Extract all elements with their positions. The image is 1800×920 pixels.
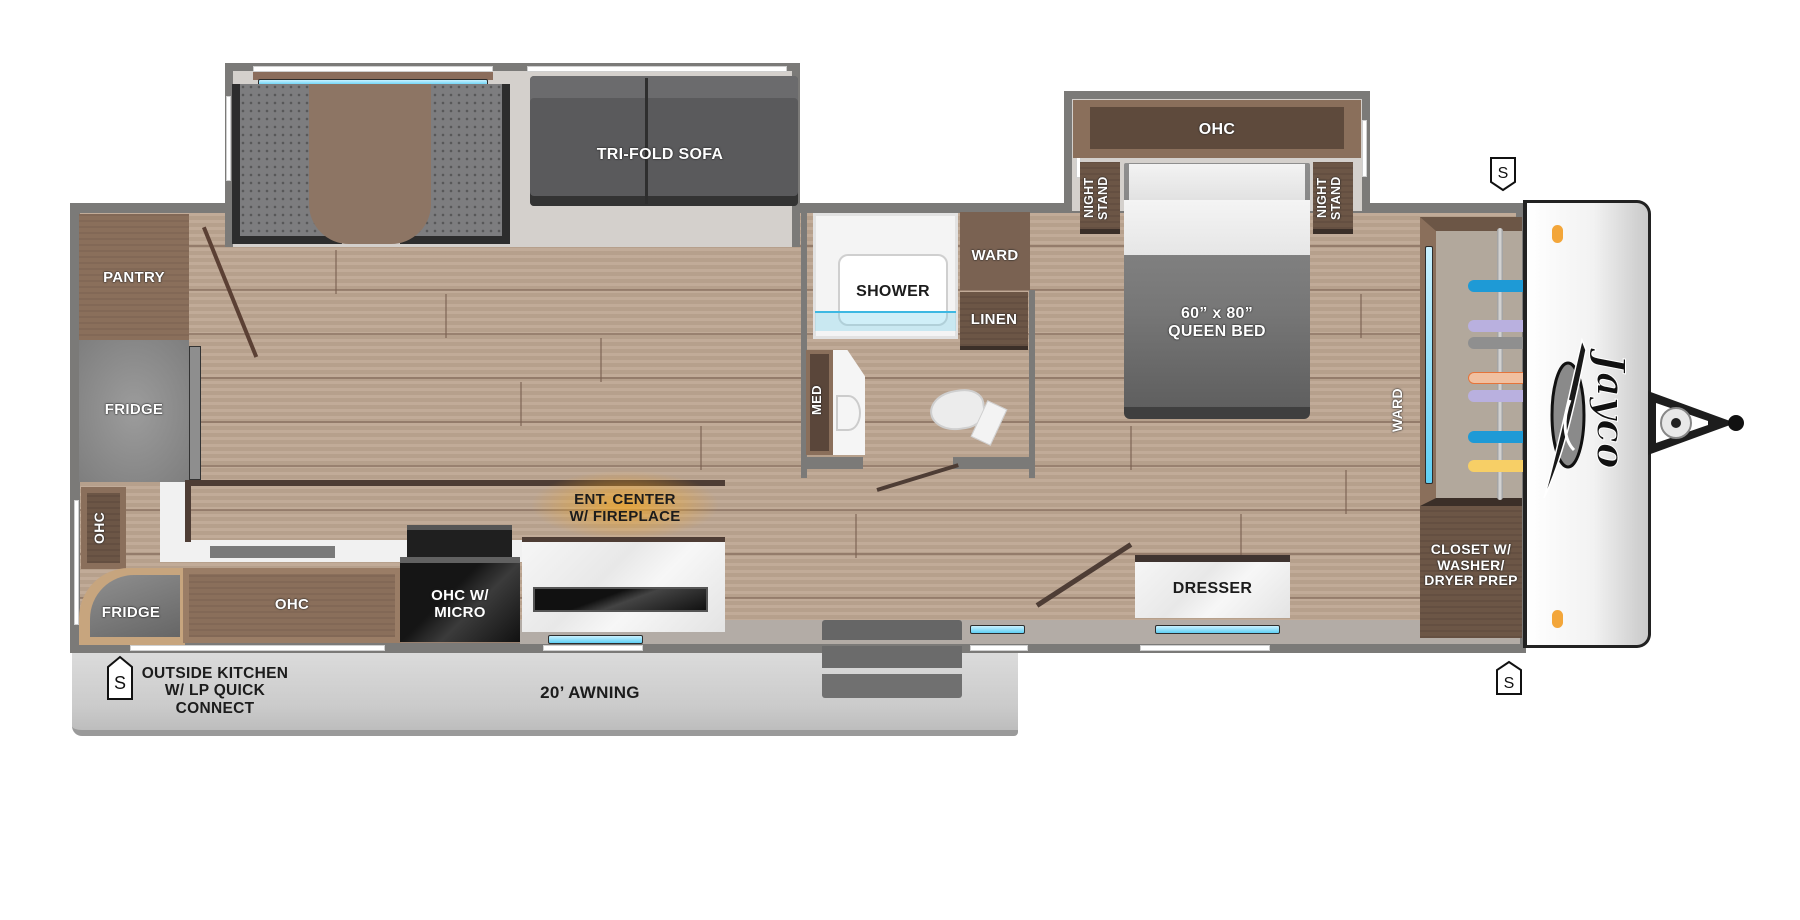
hanger-blue-2 — [1468, 431, 1530, 443]
ent-center[interactable] — [522, 537, 725, 632]
marker-light-bottom — [1552, 610, 1563, 628]
dresser[interactable] — [1135, 555, 1290, 618]
svg-text:S: S — [1504, 675, 1515, 692]
ent-center-label: ENT. CENTER W/ FIREPLACE — [569, 491, 681, 525]
pantry-label: PANTRY — [103, 269, 165, 286]
awning-label: 20’ AWNING — [540, 683, 640, 702]
window-door — [970, 645, 1028, 651]
window-rear — [74, 500, 79, 625]
window-slide-top-right — [527, 66, 787, 72]
kitchen-sink[interactable] — [210, 546, 335, 558]
ohc-microwave[interactable] — [400, 557, 520, 642]
svg-text:S: S — [114, 673, 126, 693]
bedroom-ward-label: WARD — [1389, 388, 1405, 432]
shower-label: SHOWER — [856, 283, 930, 300]
rear-ohc[interactable] — [81, 487, 126, 569]
fireplace[interactable] — [533, 587, 708, 612]
stabilizer-sign-front-top: S — [1489, 156, 1517, 192]
closet-washer-dryer[interactable] — [1420, 506, 1522, 638]
bath-wall-bottom-right — [953, 457, 1033, 469]
window-bedroom — [1140, 645, 1270, 651]
nightstand-right[interactable] — [1313, 162, 1353, 234]
hanger-lavender-2 — [1468, 390, 1530, 402]
front-wardrobe[interactable] — [1420, 217, 1522, 506]
hanger-yellow — [1468, 460, 1530, 472]
shower-glass — [815, 311, 956, 331]
wardrobe-mirror — [1425, 246, 1433, 484]
ent-window-glass — [548, 635, 643, 644]
bed-pillows — [1129, 164, 1305, 202]
jayco-logo-text: Jayco — [1588, 353, 1634, 469]
linen[interactable] — [960, 292, 1028, 350]
bath-ward-label: WARD — [971, 247, 1019, 264]
bath-wall-left — [801, 210, 807, 478]
bath-wardrobe[interactable] — [960, 212, 1030, 290]
jayco-bird-logo-icon — [1540, 330, 1588, 500]
window-slide-left — [226, 96, 231, 181]
med-label: MED — [809, 385, 824, 415]
ohc-micro-label: OHC W/ MICRO — [431, 587, 489, 621]
bedroom-ohc-label: OHC — [1198, 121, 1236, 138]
dresser-label: DRESSER — [1172, 580, 1253, 597]
linen-label: LINEN — [970, 311, 1018, 328]
rear-ohc-label: OHC — [91, 512, 107, 545]
stabilizer-sign-rear: S — [106, 655, 134, 700]
bed-label: 60” x 80” QUEEN BED — [1168, 305, 1266, 340]
fridge-label: FRIDGE — [104, 401, 164, 418]
entry-steps[interactable] — [822, 620, 962, 698]
sofa-label: TRI-FOLD SOFA — [596, 146, 724, 163]
window-slide-top-left — [253, 66, 493, 72]
dinette-light-shelf — [253, 72, 493, 80]
hanger-gray — [1468, 337, 1530, 349]
hanger-blue-1 — [1468, 280, 1530, 292]
window-kitchen — [130, 645, 385, 651]
marker-light-top — [1552, 225, 1563, 243]
fridge[interactable] — [79, 340, 189, 482]
stove[interactable] — [407, 525, 512, 560]
hanger-peach — [1468, 372, 1530, 384]
hitch — [1648, 387, 1746, 459]
pantry[interactable] — [79, 214, 189, 342]
closet-label: CLOSET W/ WASHER/ DRYER PREP — [1424, 541, 1518, 589]
dresser-window-glass — [1155, 625, 1280, 634]
kitchen-ohc-label: OHC — [274, 596, 310, 613]
window-bedroom-right — [1362, 120, 1367, 177]
fireplace-glow — [530, 470, 720, 540]
nightstand-left-label: NIGHT STAND — [1082, 176, 1110, 220]
hanger-lavender-1 — [1468, 320, 1530, 332]
bed-duvet — [1124, 200, 1310, 255]
closet-rod — [1497, 228, 1503, 500]
nightstand-right-label: NIGHT STAND — [1315, 176, 1343, 220]
bath-wall-bottom — [801, 457, 863, 469]
kitchen-ohc[interactable] — [183, 568, 401, 643]
bath-wall-right — [1029, 290, 1035, 478]
outside-kitchen-label: OUTSIDE KITCHEN W/ LP QUICK CONNECT — [141, 665, 289, 717]
tri-fold-sofa — [530, 76, 798, 206]
nightstand-left[interactable] — [1080, 162, 1120, 234]
window-ent-center — [543, 645, 643, 651]
medicine-cabinet[interactable] — [806, 350, 833, 455]
outside-fridge[interactable] — [90, 575, 180, 637]
dinette-table — [309, 84, 431, 244]
svg-text:S: S — [1498, 165, 1509, 182]
door-window-glass — [970, 625, 1025, 634]
stabilizer-sign-front-bottom: S — [1495, 660, 1523, 696]
outside-fridge-label: FRIDGE — [101, 604, 161, 621]
